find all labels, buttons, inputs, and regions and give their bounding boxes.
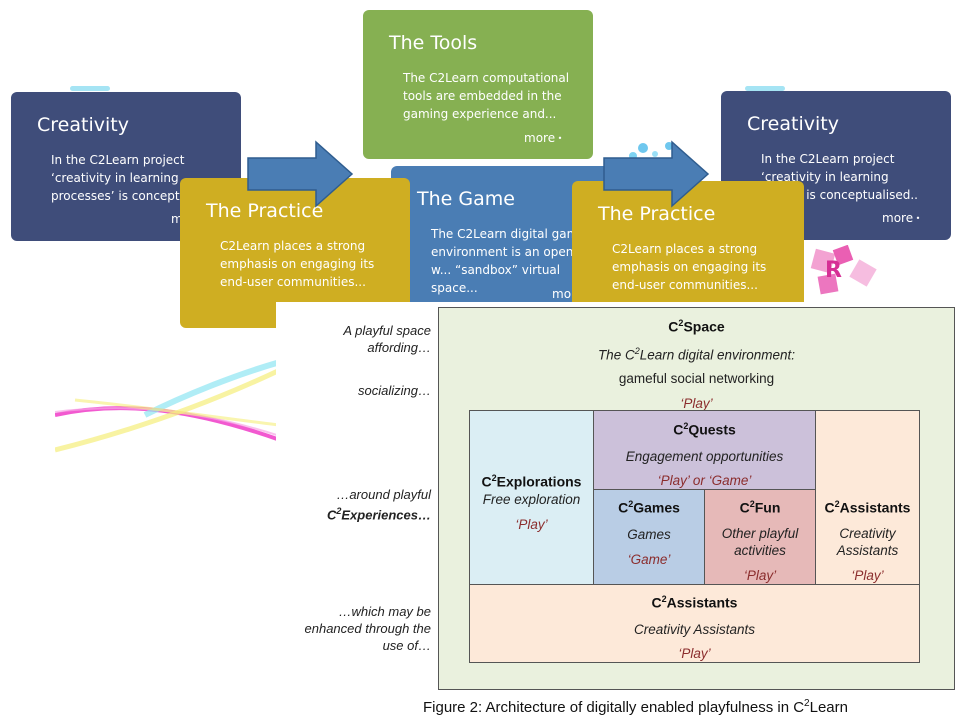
decorative-pink-pattern: R <box>810 245 877 295</box>
c2games-title: C2Games <box>618 499 680 516</box>
c2space-subtitle-2: gameful social networking <box>618 371 775 386</box>
side-label-affording: A playful space affording… <box>343 323 431 355</box>
side-label-experiences: …around playful C2Experiences… <box>326 487 431 523</box>
svg-text:R: R <box>825 258 842 283</box>
card-tools[interactable]: The Tools The C2Learn computational tool… <box>363 10 593 159</box>
more-link[interactable]: mor <box>552 287 583 301</box>
card-title: The Practice <box>206 200 324 222</box>
card-title: Creativity <box>747 113 839 135</box>
c2explorations-play: ‘Play’ <box>515 517 548 532</box>
c2fun-subtitle: Other playful activities <box>721 526 799 558</box>
c2explorations-subtitle: Free exploration <box>482 492 581 507</box>
card-body: The C2Learn digital game environment is … <box>431 227 586 295</box>
c2explorations-box: C2Explorations Free exploration ‘Play’ <box>469 410 594 585</box>
card-body: In the C2Learn project ‘creativity in le… <box>51 153 210 203</box>
c2assistants-bottom-box: C2Assistants Creativity Assistants ‘Play… <box>469 584 920 663</box>
decorative-cyan-glow <box>745 86 785 91</box>
card-title: Creativity <box>37 114 129 136</box>
c2assistants-bottom-play: ‘Play’ <box>678 646 711 661</box>
c2assistants-bottom-title: C2Assistants <box>651 594 738 611</box>
c2quests-title: C2Quests <box>673 421 736 438</box>
c2fun-title: C2Fun <box>739 499 781 516</box>
c2games-subtitle: Games <box>627 527 671 542</box>
card-body: The C2Learn computational tools are embe… <box>403 71 570 121</box>
c2quests-box: C2Quests Engagement opportunities ‘Play’… <box>593 410 816 490</box>
card-title: The Game <box>417 188 515 210</box>
card-body: C2Learn places a strong emphasis on enga… <box>220 239 375 289</box>
c2space-title: C2Space <box>668 318 725 335</box>
c2space-play: ‘Play’ <box>680 396 713 411</box>
card-body: C2Learn places a strong emphasis on enga… <box>612 242 767 292</box>
card-title: The Tools <box>389 32 478 54</box>
decorative-cyan-glow <box>70 86 110 91</box>
decorative-swoosh-lines <box>55 359 280 453</box>
side-label-enhanced: …which may be enhanced through the use o… <box>304 604 432 653</box>
c2assistants-right-title: C2Assistants <box>824 499 911 516</box>
c2games-play: ‘Game’ <box>627 552 671 567</box>
next-arrow-icon[interactable] <box>246 140 356 208</box>
c2fun-play: ‘Play’ <box>743 568 777 583</box>
c2assistants-bottom-subtitle: Creativity Assistants <box>633 622 756 637</box>
c2assistants-right-play: ‘Play’ <box>851 568 884 583</box>
c2games-box: C2Games Games ‘Game’ <box>593 489 705 585</box>
more-link[interactable]: more <box>524 131 562 145</box>
next-arrow-icon[interactable] <box>602 140 712 208</box>
figure-caption: Figure 2: Architecture of digitally enab… <box>423 698 848 716</box>
c2quests-subtitle: Engagement opportunities <box>625 449 784 464</box>
more-link[interactable]: more <box>882 211 920 225</box>
card-title: The Practice <box>598 203 716 225</box>
c2assistants-right-subtitle: Creativity Assistants <box>836 526 899 558</box>
c2fun-box: C2Fun Other playful activities ‘Play’ <box>704 489 816 585</box>
c2assistants-right-box: C2Assistants Creativity Assistants ‘Play… <box>815 410 920 585</box>
side-label-socializing: socializing… <box>358 383 431 398</box>
c2quests-play: ‘Play’ or ‘Game’ <box>657 473 752 488</box>
c2space-subtitle: The C2Learn digital environment: <box>597 346 796 363</box>
c2explorations-title: C2Explorations <box>481 473 582 490</box>
